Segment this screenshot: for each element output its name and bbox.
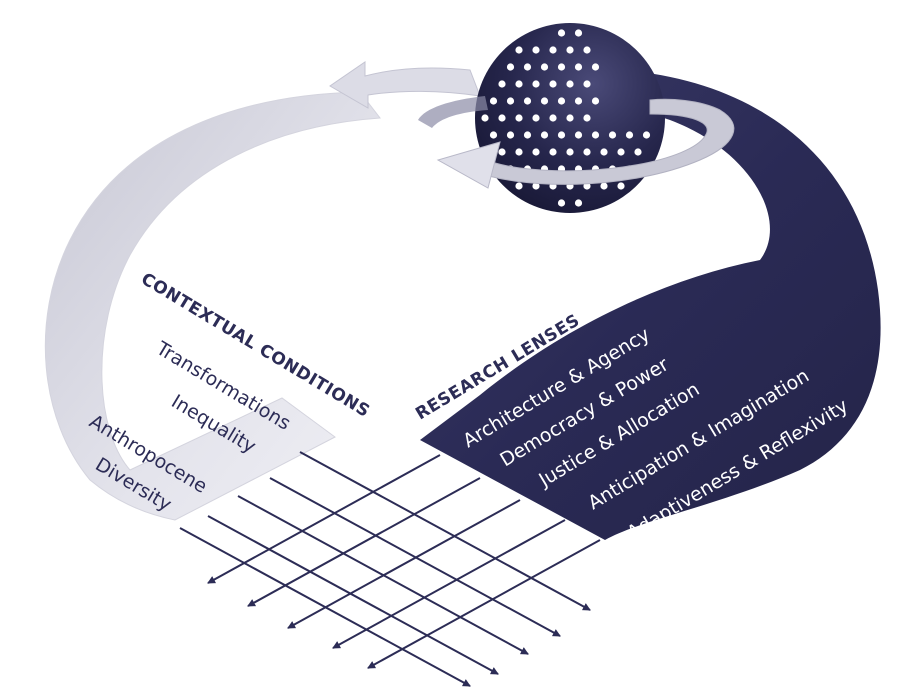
globe-dot (549, 148, 557, 156)
globe-dot (583, 46, 591, 54)
globe-dot (600, 182, 608, 190)
globe-dot (566, 80, 574, 88)
globe-dot (498, 80, 506, 88)
globe-dot (642, 131, 651, 139)
grid-arrow-down-left (207, 454, 441, 584)
globe-dot (634, 148, 642, 156)
globe-dot (557, 199, 566, 207)
globe-dot (617, 148, 625, 156)
grid-arrow-down-left (332, 519, 566, 649)
research-lenses-ribbon (420, 70, 881, 540)
grid-arrow-down-left (287, 499, 521, 629)
globe-dot (540, 131, 549, 139)
globe-dot (532, 80, 540, 88)
globe-dot (532, 148, 540, 156)
globe-dot (557, 63, 566, 71)
globe-dot (557, 29, 566, 37)
globe-dot (515, 114, 523, 122)
grid-arrow-down-right (299, 451, 591, 611)
globe-dot (506, 97, 515, 105)
arrow-grid (179, 451, 601, 687)
globe-dot (515, 182, 523, 190)
globe-dot (557, 131, 566, 139)
globe-dot (515, 46, 523, 54)
ring-arrow-icon (436, 141, 501, 189)
globe-dot (506, 131, 515, 139)
globe-dot (557, 97, 566, 105)
globe-ring (463, 98, 735, 185)
globe-dot (489, 131, 498, 139)
globe-dot (591, 63, 600, 71)
globe-dot (498, 114, 506, 122)
globe-dot (532, 114, 540, 122)
globe-dot (549, 80, 557, 88)
globe-dot (489, 97, 498, 105)
loop-arrow-back (418, 96, 488, 128)
grid-arrow-down-left (367, 539, 601, 669)
globe-dot (523, 97, 532, 105)
globe-dot (540, 63, 549, 71)
globe-dot (617, 182, 625, 190)
globe-dot (591, 97, 600, 105)
loop-arrow-top (329, 61, 481, 109)
globe-dot (608, 131, 617, 139)
globe-dot (549, 46, 557, 54)
globe-dot (583, 114, 591, 122)
globe-dot (566, 46, 574, 54)
globe-dot (600, 148, 608, 156)
globe-dot (625, 131, 634, 139)
globe-dot (583, 80, 591, 88)
globe-dot (583, 148, 591, 156)
globe-dot (506, 63, 515, 71)
globe-dot (574, 131, 583, 139)
globe-dot (481, 114, 489, 122)
globe-dot (523, 131, 532, 139)
globe-dot (532, 182, 540, 190)
globe-dot (532, 46, 540, 54)
globe-dot (574, 63, 583, 71)
grid-arrow-down-right (207, 515, 499, 675)
globe-dot (574, 97, 583, 105)
globe-dot (523, 63, 532, 71)
globe-dot (566, 148, 574, 156)
globe-dot (566, 114, 574, 122)
grid-arrow-down-left (247, 477, 481, 607)
globe-dot (574, 29, 583, 37)
globe-dot (549, 114, 557, 122)
globe-dot (591, 131, 600, 139)
globe-dot (540, 97, 549, 105)
globe-dot (515, 80, 523, 88)
globe-dot (498, 148, 506, 156)
globe-dot (574, 199, 583, 207)
globe-dot (515, 148, 523, 156)
contextual-conditions-ribbon (44, 91, 381, 521)
